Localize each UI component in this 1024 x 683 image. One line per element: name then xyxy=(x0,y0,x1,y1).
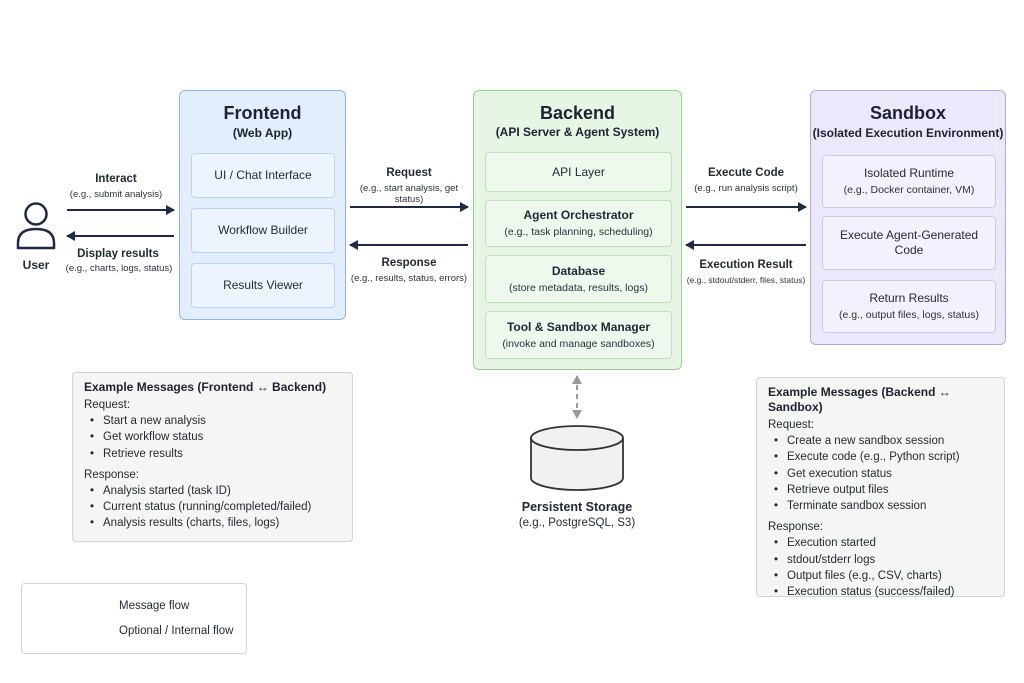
list-item: Get workflow status xyxy=(90,429,341,446)
sandbox-item-label: Execute Agent-Generated Code xyxy=(839,228,979,257)
request-note: (e.g., start analysis, get status) xyxy=(359,183,459,205)
sb-response-list: Execution started stdout/stderr logs Out… xyxy=(774,535,993,600)
sandbox-item-execute-code: Execute Agent-Generated Code xyxy=(822,216,996,270)
backend-panel: Backend (API Server & Agent System) API … xyxy=(473,90,682,370)
backend-item-agent-orchestrator: Agent Orchestrator (e.g., task planning,… xyxy=(485,200,672,247)
user-label: User xyxy=(22,258,50,272)
sandbox-item-isolated-runtime: Isolated Runtime (e.g., Docker container… xyxy=(822,155,996,208)
frontend-subtitle: (Web App) xyxy=(232,126,293,140)
list-item: Analysis started (task ID) xyxy=(90,483,341,500)
sandbox-item-label: Isolated Runtime xyxy=(863,166,955,180)
fe-response-label: Response: xyxy=(84,468,139,481)
execution-result-note: (e.g., stdout/stderr, files, status) xyxy=(686,275,806,285)
fe-request-list: Start a new analysis Get workflow status… xyxy=(90,413,341,462)
fe-messages-box: Example Messages (Frontend ↔ Backend) Re… xyxy=(72,372,353,542)
interact-label: Interact xyxy=(95,173,137,185)
legend: Message flow Optional / Internal flow xyxy=(21,583,247,654)
sandbox-item-note: (e.g., output files, logs, status) xyxy=(838,309,980,321)
frontend-item-label: Workflow Builder xyxy=(218,223,308,237)
backend-subtitle: (API Server & Agent System) xyxy=(495,125,660,139)
fe-request-label: Request: xyxy=(84,399,131,411)
sandbox-subtitle: (Isolated Execution Environment) xyxy=(812,126,1004,140)
user-icon xyxy=(16,202,56,250)
storage-note: (e.g., PostgreSQL, S3) xyxy=(518,517,636,529)
sandbox-item-note: (e.g., Docker container, VM) xyxy=(843,184,975,196)
frontend-item-results-viewer: Results Viewer xyxy=(191,263,335,308)
list-item: Current status (running/completed/failed… xyxy=(90,499,341,516)
sandbox-title: Sandbox xyxy=(869,103,946,123)
sandbox-item-return-results: Return Results (e.g., output files, logs… xyxy=(822,280,996,333)
storage-label: Persistent Storage xyxy=(521,500,633,514)
frontend-item-label: UI / Chat Interface xyxy=(214,168,312,182)
frontend-item-label: Results Viewer xyxy=(223,278,303,292)
database-cylinder-icon xyxy=(530,425,624,491)
list-item: Retrieve results xyxy=(90,446,341,463)
backend-item-api-layer: API Layer xyxy=(485,152,672,192)
sb-messages-title: Example Messages (Backend ↔ Sandbox) xyxy=(768,385,951,414)
list-item: Execution status (success/failed) xyxy=(774,584,993,601)
execution-result-label: Execution Result xyxy=(699,259,793,271)
legend-message-flow: Message flow xyxy=(119,600,190,612)
fe-response-list: Analysis started (task ID) Current statu… xyxy=(90,483,341,532)
backend-item-note: (store metadata, results, logs) xyxy=(509,281,648,294)
execute-code-label: Execute Code xyxy=(707,167,785,179)
backend-item-tool-sandbox-manager: Tool & Sandbox Manager (invoke and manag… xyxy=(485,311,672,359)
list-item: Create a new sandbox session xyxy=(774,433,993,450)
frontend-panel: Frontend (Web App) UI / Chat Interface W… xyxy=(179,90,346,320)
legend-optional-flow: Optional / Internal flow xyxy=(119,625,234,637)
backend-item-label: Agent Orchestrator xyxy=(523,208,634,222)
display-results-note: (e.g., charts, logs, status) xyxy=(65,263,173,274)
frontend-title: Frontend xyxy=(223,103,302,123)
sandbox-item-label: Return Results xyxy=(869,291,949,305)
list-item: Execute code (e.g., Python script) xyxy=(774,449,993,466)
backend-item-database: Database (store metadata, results, logs) xyxy=(485,255,672,303)
interact-note: (e.g., submit analysis) xyxy=(69,189,163,200)
backend-title: Backend xyxy=(539,103,616,123)
backend-item-note: (e.g., task planning, scheduling) xyxy=(504,226,653,238)
frontend-item-workflow-builder: Workflow Builder xyxy=(191,208,335,253)
fe-messages-title: Example Messages (Frontend ↔ Backend) xyxy=(84,380,327,394)
frontend-item-ui-chat: UI / Chat Interface xyxy=(191,153,335,198)
list-item: Start a new analysis xyxy=(90,413,341,430)
sb-request-list: Create a new sandbox session Execute cod… xyxy=(774,433,993,515)
display-results-label: Display results xyxy=(77,248,159,260)
execute-code-note: (e.g., run analysis script) xyxy=(694,183,798,194)
backend-item-label: Database xyxy=(551,263,606,278)
list-item: Get execution status xyxy=(774,466,993,483)
backend-item-note: (invoke and manage sandboxes) xyxy=(502,337,655,350)
request-label: Request xyxy=(386,167,432,179)
sb-request-label: Request: xyxy=(768,419,815,431)
backend-item-label: Tool & Sandbox Manager xyxy=(506,319,651,334)
sb-response-label: Response: xyxy=(768,521,823,534)
list-item: stdout/stderr logs xyxy=(774,552,993,569)
list-item: Output files (e.g., CSV, charts) xyxy=(774,568,993,585)
list-item: Retrieve output files xyxy=(774,482,993,499)
response-label: Response xyxy=(381,257,437,269)
sandbox-panel: Sandbox (Isolated Execution Environment)… xyxy=(810,90,1006,345)
backend-item-label: API Layer xyxy=(552,164,605,179)
list-item: Terminate sandbox session xyxy=(774,498,993,515)
list-item: Analysis results (charts, files, logs) xyxy=(90,515,341,532)
list-item: Execution started xyxy=(774,535,993,552)
response-note: (e.g., results, status, errors) xyxy=(350,273,468,284)
sb-messages-box: Example Messages (Backend ↔ Sandbox) Req… xyxy=(756,377,1005,601)
